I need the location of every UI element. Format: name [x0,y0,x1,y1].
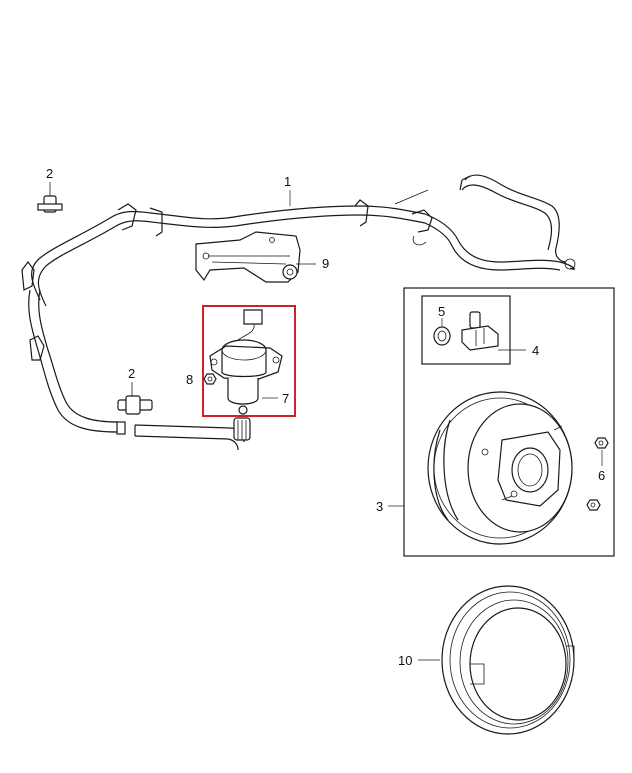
booster-seal-ring [441,585,575,735]
callout-2-lower: 2 [128,366,135,381]
callout-4: 4 [532,343,539,358]
callout-2-upper: 2 [46,166,53,181]
check-valve-lower [117,382,153,415]
pump-nut [203,373,217,385]
grommet [433,326,451,346]
check-valve-inset-box [421,295,511,365]
check-valve-upper [37,182,63,213]
pump-mounting-bracket [195,231,301,283]
callout-8: 8 [186,372,193,387]
brake-booster [427,391,573,545]
booster-nut-lower [586,499,601,511]
vacuum-hose-assembly [21,174,576,451]
booster-check-valve [461,311,499,351]
callout-3: 3 [376,499,383,514]
booster-nut-upper [594,437,609,449]
callout-9: 9 [322,256,329,271]
callout-1: 1 [284,174,291,189]
callout-5: 5 [438,304,445,319]
pump-highlight-box [202,305,296,417]
callout-6: 6 [598,468,605,483]
booster-detail-box [403,287,615,557]
callout-7: 7 [282,391,289,406]
vacuum-pump [209,309,283,415]
callout-10: 10 [398,653,412,668]
